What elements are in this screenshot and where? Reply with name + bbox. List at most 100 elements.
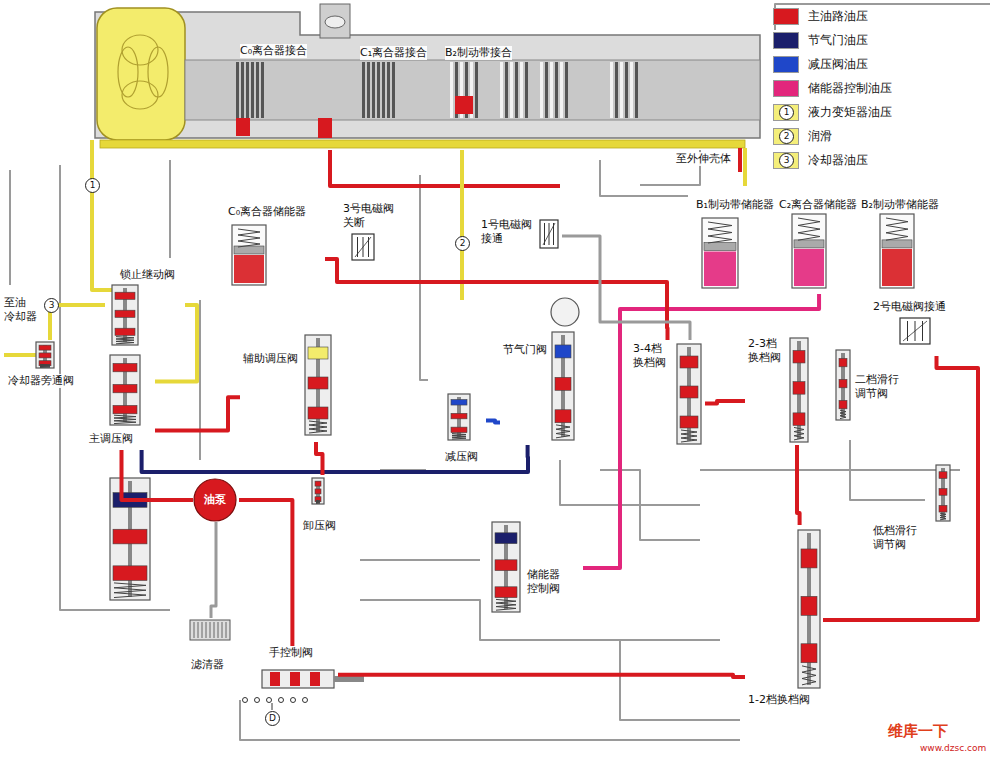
watermark: www.dzsc.com (920, 742, 986, 754)
bypass-valve: 冷却器旁通阀 (5, 340, 95, 392)
legend-text: 储能器控制油压 (808, 81, 892, 95)
manual-valve-land (290, 672, 300, 686)
throttle-cam (551, 298, 579, 326)
legend-text: 液力变矩器油压 (808, 105, 892, 119)
valve-land (839, 400, 847, 408)
oil-passage (420, 175, 428, 380)
oil-passage (60, 165, 170, 610)
filter-mesh (222, 622, 223, 638)
accumulator-body (702, 218, 738, 288)
oil-passage (240, 700, 740, 740)
oil-passage (460, 150, 464, 300)
clutch-plate (387, 62, 390, 118)
component-label: 主调压阀 (88, 432, 134, 446)
valve-land (451, 413, 467, 419)
component-label: 锁止继动阀 (119, 268, 176, 282)
clutch-plate (505, 62, 508, 118)
filter-mesh (202, 622, 203, 638)
component-label: 2号电磁阀接通 (872, 300, 947, 314)
oil-passage (738, 148, 742, 172)
modulator-valve: 低档滑行 调节阀 (870, 460, 958, 556)
valve-land (555, 345, 571, 358)
valve-spring (114, 583, 146, 598)
accumulator-pressure (704, 252, 736, 287)
hydraulic-line (155, 397, 240, 430)
clutch-plate (236, 62, 239, 118)
range-position-dot (267, 698, 272, 703)
component-label: 1号电磁阀 接通 (480, 218, 537, 246)
valve-body (112, 285, 138, 345)
legend-text: 主油路油压 (808, 9, 868, 23)
range-position-dot (255, 698, 260, 703)
hydraulic-line (142, 445, 528, 472)
valve-land (495, 560, 517, 571)
valve-body (110, 355, 140, 425)
range-letter: D (265, 711, 280, 726)
accumulator-spring (708, 222, 732, 243)
manual-valve-body (262, 670, 334, 688)
hydraulic-line (50, 305, 105, 340)
valve-land (115, 310, 135, 317)
component-label: 冷却器旁通阀 (7, 374, 75, 388)
callout-number: 3 (779, 153, 794, 168)
torque-converter (97, 8, 185, 140)
range-position-dot (303, 698, 308, 703)
accumulator-spring (238, 229, 260, 247)
manual-valve: 手控制阀 (262, 646, 338, 694)
relief-valve: 卸压阀 (300, 475, 345, 535)
valve-spring (802, 666, 816, 685)
accumulator-spring (886, 218, 908, 240)
oil-passage (330, 150, 560, 186)
valve-spring (309, 421, 327, 433)
valve-land (793, 413, 805, 425)
callout-number: 2 (455, 236, 470, 251)
control-valve: 储能器 控制阀 (488, 518, 583, 618)
clutch-plate (362, 62, 365, 118)
filter-mesh (194, 622, 195, 638)
component-label: 3号电磁阀 关断 (342, 202, 399, 230)
accumulator-body (232, 225, 266, 285)
clutch-plate (560, 62, 563, 118)
valve-land (939, 489, 947, 496)
valve-body (552, 332, 574, 440)
hydraulic-line (239, 500, 292, 646)
valve-land (495, 587, 517, 598)
accumulator-pressure (234, 255, 264, 283)
valve-spring (556, 425, 570, 438)
clutch-plate (565, 62, 568, 118)
clutch-plate (525, 62, 528, 118)
callout-number: 2 (779, 129, 794, 144)
valve-body (305, 335, 331, 435)
valve-land (451, 400, 467, 406)
clutch-plate (392, 62, 395, 118)
legend-entry: 润滑 (808, 129, 832, 143)
solenoid-valve: 3号电磁阀 关断 (340, 202, 412, 264)
component-label: 节气门阀 (502, 343, 548, 357)
accumulator-body (792, 214, 826, 288)
legend-entry: 节气门油压 (808, 33, 868, 47)
valve-land (839, 358, 847, 366)
gear-train (185, 60, 760, 120)
oil-passage (600, 470, 700, 540)
valve-land (113, 384, 137, 392)
manual-valve-land (310, 672, 320, 686)
valve-land (39, 353, 51, 358)
filter-mesh (198, 622, 199, 638)
valve-land (113, 566, 147, 581)
reducing-valve: 减压阀 (430, 390, 486, 466)
callout-number: 1 (779, 105, 794, 120)
oil-passage (169, 160, 171, 258)
legend-text: 节气门油压 (808, 33, 868, 47)
clutch-plate (261, 62, 264, 118)
accumulator-piston (704, 243, 736, 251)
regulator-valve: 主调压阀 (88, 352, 155, 450)
valve-land (839, 379, 847, 387)
legend-entry: 液力变矩器油压 (808, 105, 892, 119)
component-label: B₁制动带储能器 (695, 198, 775, 212)
clutch-plate (256, 62, 259, 118)
valve-spring (116, 337, 134, 344)
hydraulic-line (338, 675, 745, 677)
solenoid-coil (903, 321, 927, 341)
accumulator: C₂离合器储能器 (778, 198, 860, 294)
valve-land (39, 345, 51, 350)
